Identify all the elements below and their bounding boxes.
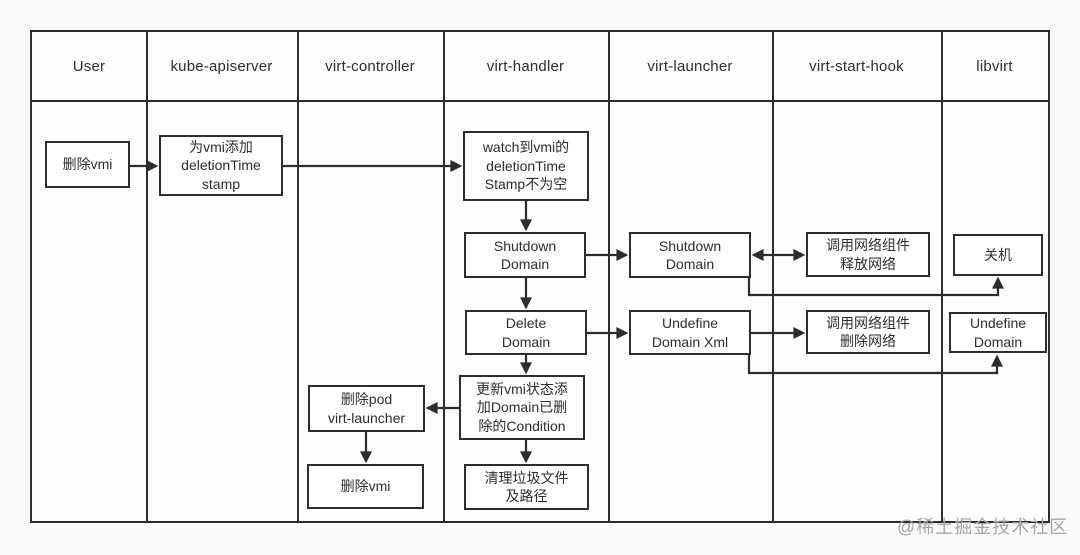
- node-handler-watch-vmi: watch到vmi的 deletionTime Stamp不为空: [463, 131, 589, 201]
- node-handler-update-vmi-condition: 更新vmi状态添 加Domain已删 除的Condition: [459, 375, 585, 440]
- lane-header-virt-launcher: virt-launcher: [608, 32, 772, 100]
- node-label: 关机: [984, 246, 1012, 263]
- lane-header-virt-controller: virt-controller: [297, 32, 443, 100]
- node-handler-cleanup-files: 清理垃圾文件 及路径: [464, 464, 589, 510]
- node-label: 删除pod virt-launcher: [327, 391, 406, 426]
- lane-divider: [146, 32, 148, 521]
- node-api-add-deletion-timestamp: 为vmi添加 deletionTime stamp: [159, 135, 283, 196]
- lane-header-label: kube-apiserver: [170, 57, 273, 75]
- node-user-delete-vmi: 删除vmi: [45, 141, 130, 188]
- header-separator: [32, 100, 1048, 102]
- node-label: Undefine Domain: [969, 315, 1027, 350]
- node-label: 清理垃圾文件 及路径: [484, 469, 569, 504]
- node-label: Shutdown Domain: [658, 237, 722, 272]
- node-label: 调用网络组件 释放网络: [826, 237, 910, 272]
- node-label: watch到vmi的 deletionTime Stamp不为空: [482, 139, 570, 193]
- node-launcher-shutdown-domain: Shutdown Domain: [629, 232, 751, 278]
- lane-header-label: User: [72, 57, 106, 75]
- watermark-text: @稀土掘金技术社区: [897, 517, 1069, 537]
- lane-header-label: virt-start-hook: [809, 57, 904, 75]
- lane-header-user: User: [32, 32, 146, 100]
- node-controller-delete-pod: 删除pod virt-launcher: [308, 385, 425, 432]
- node-label: Delete Domain: [501, 315, 551, 350]
- lane-header-libvirt: libvirt: [941, 32, 1048, 100]
- node-handler-delete-domain: Delete Domain: [465, 310, 587, 355]
- lane-header-label: virt-controller: [325, 57, 415, 75]
- lane-header-label: libvirt: [976, 57, 1013, 75]
- lane-header-kube-apiserver: kube-apiserver: [146, 32, 297, 100]
- node-libvirt-poweroff: 关机: [953, 234, 1043, 276]
- node-controller-delete-vmi: 删除vmi: [307, 464, 424, 509]
- lane-header-virt-handler: virt-handler: [443, 32, 608, 100]
- node-libvirt-undefine-domain: Undefine Domain: [949, 312, 1047, 353]
- node-label: 更新vmi状态添 加Domain已删 除的Condition: [476, 380, 568, 434]
- node-hook-release-network: 调用网络组件 释放网络: [806, 232, 930, 277]
- lane-divider: [443, 32, 445, 521]
- lane-divider: [941, 32, 943, 521]
- lane-divider: [608, 32, 610, 521]
- node-label: 调用网络组件 删除网络: [826, 314, 910, 349]
- node-handler-shutdown-domain: Shutdown Domain: [464, 232, 586, 278]
- node-label: Undefine Domain Xml: [651, 315, 729, 350]
- node-launcher-undefine-domain-xml: Undefine Domain Xml: [629, 310, 751, 355]
- lane-divider: [297, 32, 299, 521]
- lane-header-virt-start-hook: virt-start-hook: [772, 32, 941, 100]
- node-label: Shutdown Domain: [493, 237, 557, 272]
- node-label: 删除vmi: [340, 478, 391, 495]
- node-label: 为vmi添加 deletionTime stamp: [181, 138, 261, 192]
- lane-divider: [772, 32, 774, 521]
- lane-header-label: virt-handler: [486, 57, 565, 75]
- lane-header-label: virt-launcher: [647, 57, 733, 75]
- node-label: 删除vmi: [62, 156, 113, 173]
- node-hook-delete-network: 调用网络组件 删除网络: [806, 310, 930, 354]
